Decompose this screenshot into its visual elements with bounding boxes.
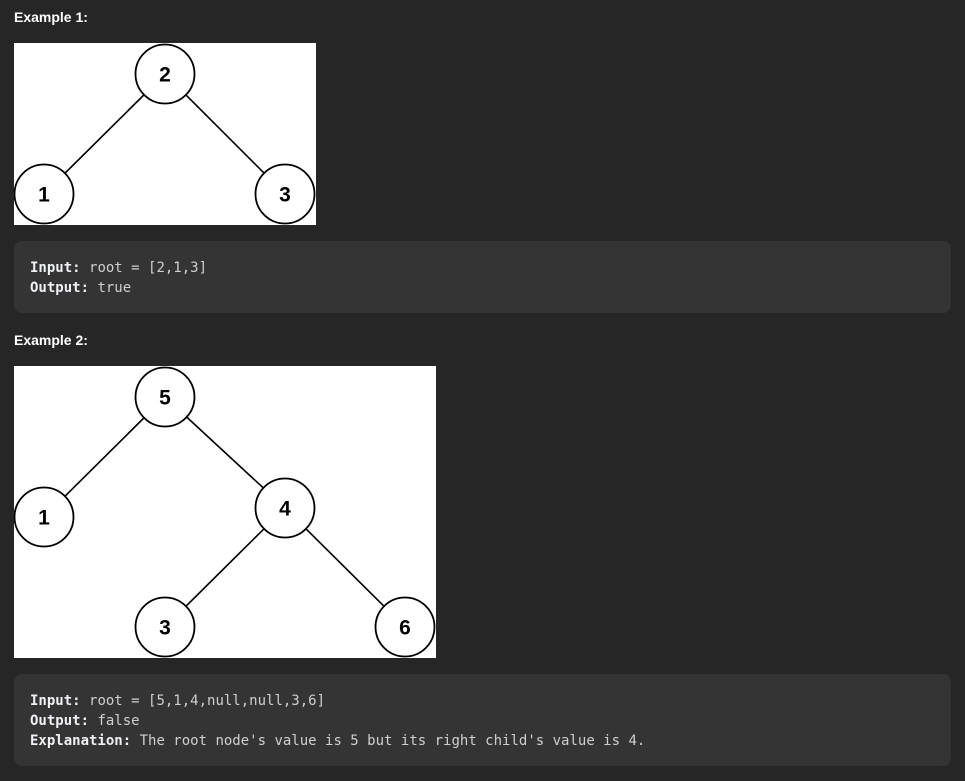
tree-node-value: 2 xyxy=(159,64,171,87)
input-value: root = [5,1,4,null,null,3,6] xyxy=(89,693,326,709)
tree-node-value: 3 xyxy=(159,617,171,640)
explanation-value: The root node's value is 5 but its right… xyxy=(139,733,646,749)
input-value: root = [2,1,3] xyxy=(89,260,208,276)
example-2-code-block: Input: root = [5,1,4,null,null,3,6] Outp… xyxy=(14,674,951,766)
output-line: Output: true xyxy=(30,278,935,298)
tree-node-value: 3 xyxy=(279,184,291,207)
example-1-code-block: Input: root = [2,1,3] Output: true xyxy=(14,241,951,313)
tree-node: 1 xyxy=(14,486,75,548)
input-line: Input: root = [5,1,4,null,null,3,6] xyxy=(30,691,935,711)
input-line: Input: root = [2,1,3] xyxy=(30,258,935,278)
tree-node-value: 5 xyxy=(159,387,171,410)
tree-node-value: 1 xyxy=(38,184,50,207)
example-1-tree-image: 2 1 3 xyxy=(14,43,316,225)
tree-node: 3 xyxy=(134,596,196,658)
output-value: false xyxy=(97,713,140,729)
tree-node: 2 xyxy=(134,43,196,105)
tree-node: 5 xyxy=(134,366,196,428)
tree-node: 3 xyxy=(254,163,316,225)
example-2-heading: Example 2: xyxy=(14,332,88,348)
tree-node-value: 4 xyxy=(279,498,291,521)
tree-node-value: 1 xyxy=(38,507,50,530)
tree-node-value: 6 xyxy=(399,617,411,640)
example-1-heading: Example 1: xyxy=(14,9,88,25)
tree-node: 1 xyxy=(14,163,75,225)
explanation-line: Explanation: The root node's value is 5 … xyxy=(30,731,935,751)
input-label: Input: xyxy=(30,260,81,276)
output-label: Output: xyxy=(30,713,90,729)
output-label: Output: xyxy=(30,280,90,296)
output-value: true xyxy=(97,280,132,296)
example-2-tree-image: 5 1 4 3 6 xyxy=(14,366,436,658)
tree-node: 6 xyxy=(374,596,436,658)
explanation-label: Explanation: xyxy=(30,733,132,749)
input-label: Input: xyxy=(30,693,81,709)
tree-node: 4 xyxy=(254,477,316,539)
output-line: Output: false xyxy=(30,711,935,731)
